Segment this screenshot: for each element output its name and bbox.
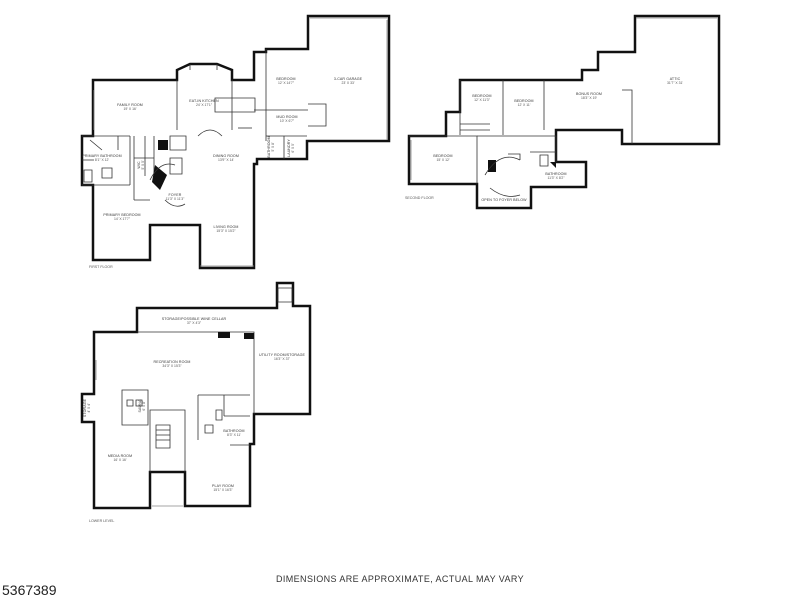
- room-name-play-room: PLAY ROOM: [212, 484, 234, 488]
- room-dims-dining-room: 13'9" X 14': [218, 158, 234, 162]
- room-name-bedroom: BEDROOM: [276, 77, 295, 81]
- room-dims-bedroom-second-1: 12' X 11'3": [474, 98, 491, 102]
- lower-level: STORAGE/POSSIBLE WINE CELLAR 37' X 4'3" …: [80, 281, 312, 523]
- room-dims-attic: 31'7" X 31': [667, 81, 683, 85]
- room-name-primary-bathroom: PRIMARY BATHROOM: [82, 154, 121, 158]
- room-name-recreation-room: RECREATION ROOM: [154, 360, 191, 364]
- room-dims-bedroom-second-2: 12' X 11': [518, 103, 531, 107]
- room-dims-wic: 5' X 5': [141, 160, 145, 170]
- room-name-bathroom-second: BATHROOM: [545, 172, 566, 176]
- room-name-bedroom-second-1: BEDROOM: [472, 94, 491, 98]
- room-name-bathroom-lower: BATHROOM: [223, 429, 244, 433]
- room-name-laundry: LAUNDRY: [287, 139, 291, 157]
- room-name-media-room: MEDIA ROOM: [108, 454, 132, 458]
- room-dims-primary-bedroom: 14' X 17'7": [114, 217, 131, 221]
- room-dims-laundry: 6' X 5': [291, 143, 295, 153]
- room-dims-foyer: 11'3" X 11'3": [166, 197, 185, 201]
- room-name-attic: ATTIC: [670, 77, 681, 81]
- room-name-mud-room: MUD ROOM: [276, 115, 297, 119]
- room-dims-sauna: 6' X 8': [142, 401, 146, 411]
- room-name-garage: 3-CAR GARAGE: [334, 77, 363, 81]
- second-floor: BEDROOM 12' X 11'3" BEDROOM 12' X 11' BO…: [405, 14, 721, 210]
- room-name-wic: WIC: [137, 161, 141, 169]
- room-name-bedroom-second-3: BEDROOM: [433, 154, 452, 158]
- room-name-storage-wine: STORAGE/POSSIBLE WINE CELLAR: [162, 317, 227, 321]
- room-name-family-room: FAMILY ROOM: [117, 103, 143, 107]
- room-name-dining-room: DINING ROOM: [213, 154, 239, 158]
- room-name-storage-small: STORAGE: [83, 398, 87, 417]
- room-name-bathroom-first: BATHROOM: [267, 136, 271, 157]
- room-dims-mud-room: 10' X 6'7": [280, 119, 295, 123]
- floor-label-first: FIRST FLOOR: [89, 265, 113, 269]
- room-dims-bathroom-lower: 8'3" X 11': [227, 433, 241, 437]
- floor-label-lower: LOWER LEVEL: [89, 519, 114, 523]
- room-dims-garage: 23' X 33': [342, 81, 355, 85]
- room-dims-bathroom-first: 5' X 8': [271, 142, 275, 152]
- room-name-sauna: SAUNA: [138, 399, 142, 412]
- room-dims-play-room: 15'1" X 16'3": [213, 488, 233, 492]
- disclaimer-text: DIMENSIONS ARE APPROXIMATE, ACTUAL MAY V…: [275, 574, 525, 584]
- open-to-foyer-label: OPEN TO FOYER BELOW: [481, 198, 527, 202]
- room-dims-living-room: 15'3" X 15'2": [216, 229, 236, 233]
- room-dims-utility: 16'3" X 37': [274, 357, 290, 361]
- room-name-primary-bedroom: PRIMARY BEDROOM: [103, 213, 140, 217]
- room-dims-primary-bathroom: 8'1" X 12': [95, 158, 110, 162]
- floor-label-second: SECOND FLOOR: [405, 196, 434, 200]
- room-dims-eatin-kitchen: 24' X 17'1": [196, 103, 213, 107]
- room-name-living-room: LIVING ROOM: [213, 225, 238, 229]
- room-dims-bedroom: 12' X 14'7": [278, 81, 295, 85]
- room-name-eatin-kitchen: EAT-IN KITCHEN: [189, 99, 219, 103]
- room-name-bonus-room: BONUS ROOM: [576, 92, 602, 96]
- room-dims-bonus-room: 18'3" X 19': [581, 96, 597, 100]
- first-floor-outline: [80, 14, 391, 270]
- lower-level-outline: [80, 281, 312, 510]
- room-dims-bathroom-second: 11'3" X 8'2": [547, 176, 565, 180]
- room-dims-media-room: 16' X 16': [114, 458, 127, 462]
- room-dims-storage-small: 4' X 4': [87, 403, 91, 413]
- room-name-utility: UTILITY ROOM/STORAGE: [259, 353, 305, 357]
- room-dims-storage-wine: 37' X 4'3": [187, 321, 202, 325]
- room-name-bedroom-second-2: BEDROOM: [514, 99, 533, 103]
- room-dims-bedroom-second-3: 15' X 12': [437, 158, 450, 162]
- room-dims-family-room: 19' X 16': [124, 107, 137, 111]
- first-floor: FAMILY ROOM 19' X 16' EAT-IN KITCHEN 24'…: [80, 14, 391, 270]
- listing-id: 5367389: [2, 582, 57, 598]
- room-name-foyer: FOYER: [169, 193, 182, 197]
- room-dims-recreation-room: 34'3" X 15'3": [162, 364, 182, 368]
